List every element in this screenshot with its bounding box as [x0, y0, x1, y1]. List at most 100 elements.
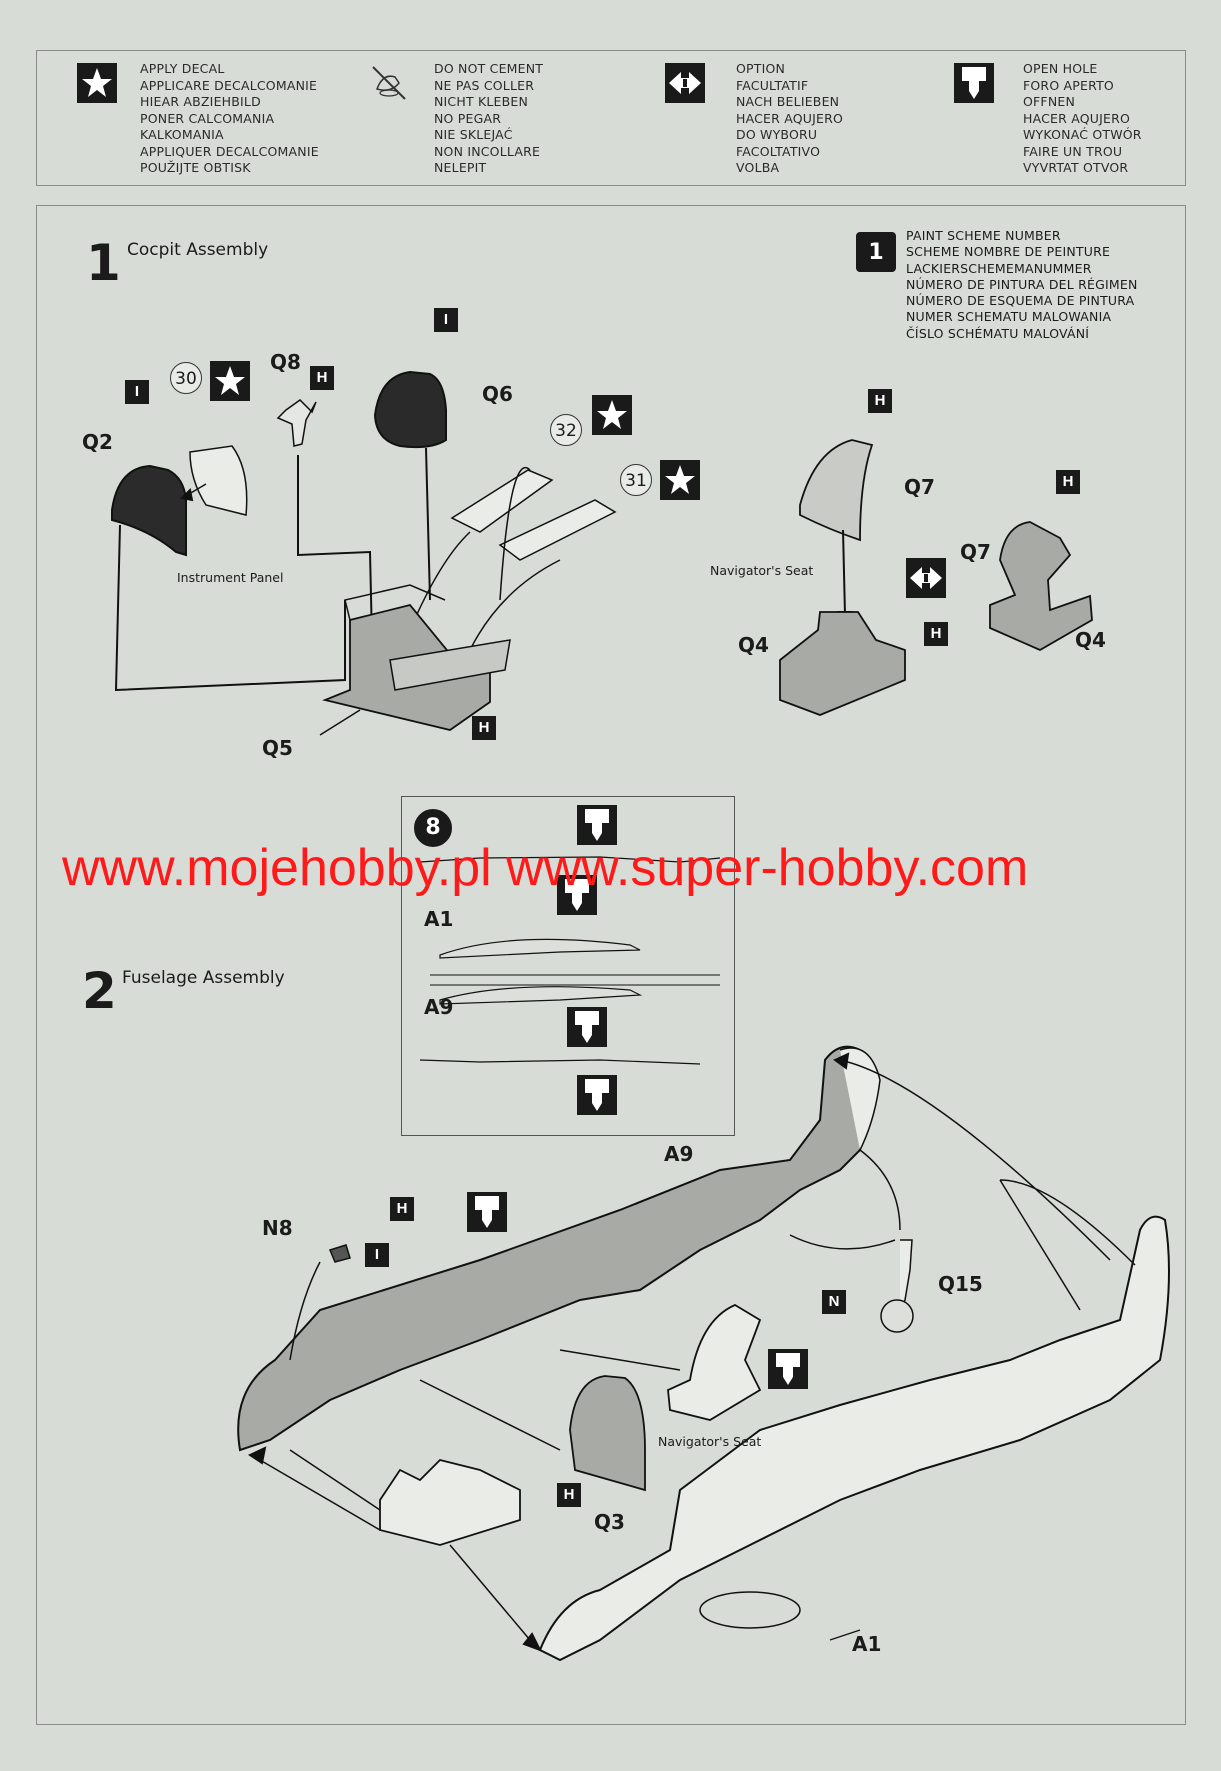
- part-label-q7: Q7: [904, 475, 935, 499]
- inset-label-a9: A9: [424, 995, 454, 1019]
- decal-number-31: 31: [620, 464, 652, 496]
- decal-number-30: 30: [170, 362, 202, 394]
- legend-text: FACOLTATIVO: [736, 143, 821, 159]
- badge-h: H: [390, 1197, 414, 1221]
- caption-navigator-seat: Navigator's Seat: [710, 563, 814, 578]
- legend-text: NACH BELIEBEN: [736, 94, 840, 109]
- legend-text: NELEPIT: [434, 160, 487, 175]
- star-icon: [210, 361, 250, 401]
- part-label-q4: Q4: [738, 633, 769, 657]
- drill-hole-icon: [577, 805, 617, 845]
- part-label-a9: A9: [664, 1142, 694, 1166]
- star-icon: [77, 63, 117, 103]
- badge-h: H: [472, 716, 496, 740]
- legend-text: APPLICARE DECALCOMANIE: [140, 77, 318, 93]
- part-label-n8: N8: [262, 1216, 293, 1240]
- decal-number-32: 32: [550, 414, 582, 446]
- badge-h: H: [868, 389, 892, 413]
- paint-scheme-line: NÚMERO DE PINTURA DEL RÉGIMEN: [906, 276, 1138, 292]
- inset-label-a1: A1: [424, 907, 454, 931]
- pilot-seat-part: [373, 370, 447, 449]
- paint-scheme-line: NUMER SCHEMATU MALOWANIA: [906, 309, 1112, 325]
- instrument-panel-part: [111, 464, 187, 557]
- legend-text: WYKONAĆ OTWÓR: [1023, 127, 1142, 142]
- badge-h: H: [924, 622, 948, 646]
- step-2-title: Fuselage Assembly: [122, 968, 285, 988]
- fuselage-left-half: [237, 1045, 871, 1452]
- option-arrows-icon: [906, 558, 946, 598]
- legend-text: OFFNEN: [1023, 94, 1076, 109]
- legend-text: NICHT KLEBEN: [434, 94, 529, 109]
- paint-scheme-line: ČÍSLO SCHÉMATU MALOVÁNÍ: [906, 325, 1090, 341]
- legend-text: APPLIQUER DECALCOMANIE: [140, 143, 319, 159]
- navigator-seat-part: [799, 439, 874, 542]
- drill-hole-icon: [567, 1007, 607, 1047]
- legend-text: NE PAS COLLER: [434, 77, 535, 93]
- option-arrows-icon: [665, 63, 705, 103]
- part-label-q4-alt: Q4: [1075, 628, 1106, 652]
- cockpit-assembly-step2: [379, 1459, 521, 1546]
- star-icon: [660, 460, 700, 500]
- star-icon: [592, 395, 632, 435]
- paint-scheme-text: PAINT SCHEME NUMBER SCHEME NOMBRE DE PEI…: [906, 228, 1138, 342]
- decal-31-part: [498, 499, 617, 561]
- control-stick-part: [276, 399, 317, 447]
- paint-scheme-icon: 1: [856, 232, 896, 272]
- legend-text: PONER CALCOMANIA: [140, 110, 275, 126]
- legend-text: DO NOT CEMENT: [434, 61, 544, 76]
- legend-text: POUŽIJTE OBTISK: [140, 160, 251, 175]
- no-glue-icon: [369, 63, 409, 103]
- legend-text: OPEN HOLE: [1023, 61, 1098, 76]
- legend-text: FAIRE UN TROU: [1023, 143, 1123, 159]
- badge-n: N: [822, 1290, 846, 1314]
- legend-text: HACER AQUJERO: [1023, 110, 1131, 126]
- paint-scheme-line: PAINT SCHEME NUMBER: [906, 228, 1061, 243]
- badge-h: H: [1056, 470, 1080, 494]
- navigator-seat-alt-part: [989, 521, 1093, 652]
- drill-hole-icon: [557, 875, 597, 915]
- badge-i: I: [434, 308, 458, 332]
- legend-text: APPLY DECAL: [140, 61, 225, 76]
- part-label-q7-alt: Q7: [960, 540, 991, 564]
- legend-text: FACULTATIF: [736, 77, 809, 93]
- seat-base-part: [779, 611, 906, 716]
- legend-text: HACER AQUJERO: [736, 110, 844, 126]
- drill-hole-icon: [577, 1075, 617, 1115]
- instructions-box: [36, 205, 1186, 1725]
- paint-scheme-line: LACKIERSCHEMEMANUMMER: [906, 260, 1092, 276]
- step-1-title: Cocpit Assembly: [127, 240, 269, 260]
- navigator-seat-step2: [667, 1303, 762, 1421]
- watermark-text: www.mojehobby.pl www.super-hobby.com: [62, 839, 1029, 897]
- paint-scheme-line: SCHEME NOMBRE DE PEINTURE: [906, 244, 1111, 260]
- badge-i: I: [125, 380, 149, 404]
- inset-detail-box: 8 A1 A9: [401, 796, 735, 1136]
- legend-text: NON INCOLLARE: [434, 143, 541, 159]
- legend-do-not-cement: DO NOT CEMENT NE PAS COLLER NICHT KLEBEN…: [434, 61, 543, 177]
- fuselage-right-half: [538, 1215, 1170, 1662]
- part-label-q3: Q3: [594, 1510, 625, 1534]
- paint-scheme-line: NÚMERO DE ESQUEMA DE PINTURA: [906, 293, 1135, 309]
- drill-hole-icon: [954, 63, 994, 103]
- instrument-decal-part: [189, 445, 248, 516]
- legend-text: OPTION: [736, 61, 786, 76]
- legend-text: NIE SKLEJAĆ: [434, 127, 513, 142]
- step-1-number: 1: [86, 234, 121, 292]
- legend-option: OPTION FACULTATIF NACH BELIEBEN HACER AQ…: [736, 61, 843, 177]
- part-label-q2: Q2: [82, 430, 113, 454]
- legend-apply-decal: APPLY DECAL APPLICARE DECALCOMANIE HIEAR…: [140, 61, 319, 177]
- step-2-number: 2: [82, 962, 117, 1020]
- badge-i: I: [365, 1243, 389, 1267]
- caption-instrument-panel: Instrument Panel: [177, 570, 284, 585]
- bulkhead-part: [569, 1375, 646, 1492]
- part-label-a1: A1: [852, 1632, 882, 1656]
- legend-text: VOLBA: [736, 160, 780, 175]
- legend-text: KALKOMANIA: [140, 127, 224, 142]
- paint-scheme-number: 1: [868, 240, 884, 265]
- legend-text: VYVRTAT OTVOR: [1023, 160, 1129, 175]
- decal-32-part: [450, 469, 554, 533]
- legend-text: HIEAR ABZIEHBILD: [140, 94, 261, 109]
- legend-text: DO WYBORU: [736, 127, 818, 142]
- part-label-q8: Q8: [270, 350, 301, 374]
